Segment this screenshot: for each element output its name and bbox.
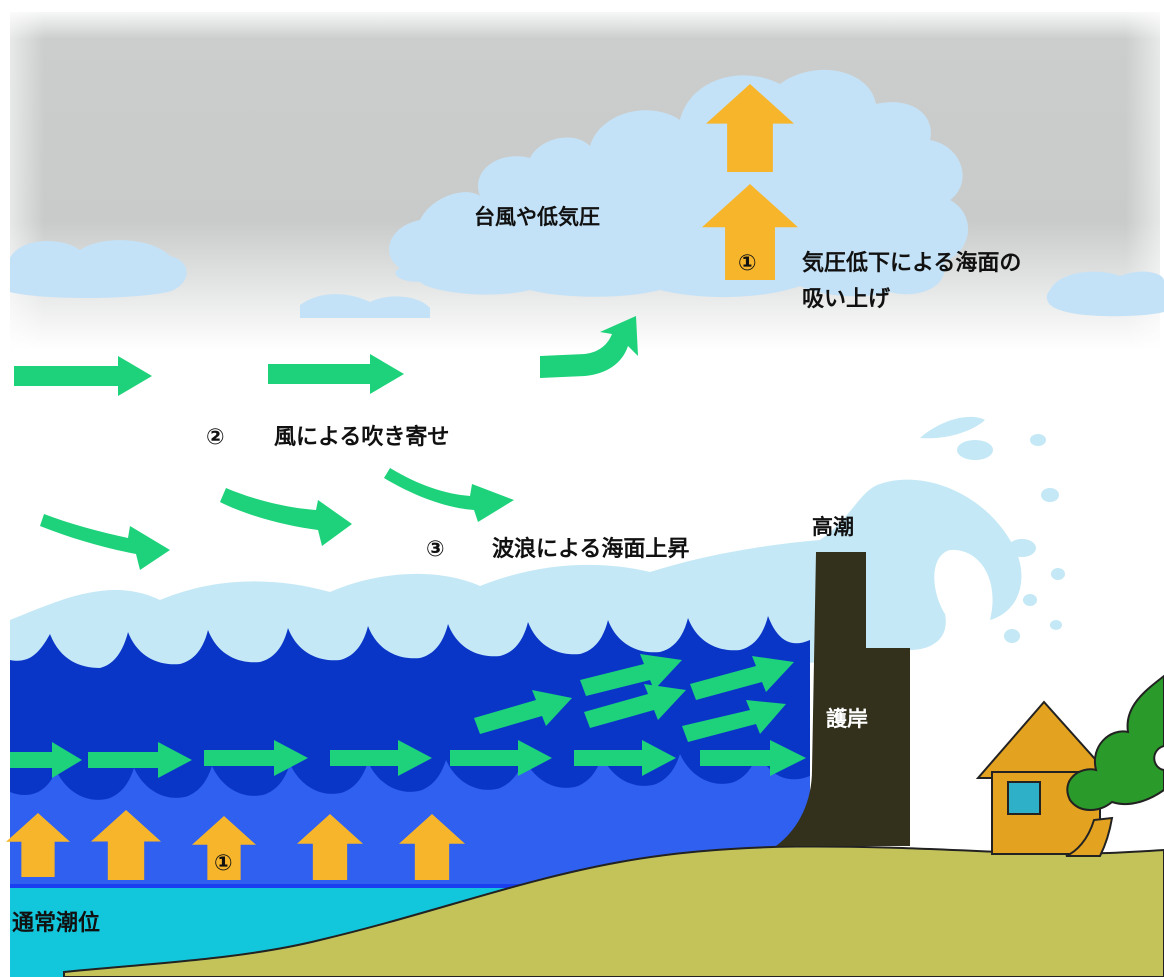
cause3-marker: ③: [426, 537, 445, 562]
normal-tide-line: [10, 884, 570, 888]
wind-arrow: [88, 742, 192, 778]
wind-arrow: [10, 742, 82, 778]
seawall-label: 護岸: [826, 707, 868, 731]
typhoon-cloud: [10, 69, 1164, 318]
typhoon-label: 台風や低気圧: [474, 205, 600, 229]
wind-arrow: [14, 356, 152, 396]
cause1-marker: ①: [738, 251, 757, 276]
cause1-label-line2: 吸い上げ: [802, 287, 891, 312]
sea-cause1-marker: ①: [214, 851, 233, 876]
cause2-label: 風による吹き寄せ: [274, 424, 449, 450]
cause2-marker: ②: [206, 425, 225, 450]
wind-arrows-sea: [10, 654, 806, 778]
normal-tide-label: 通常潮位: [12, 910, 100, 936]
cause1-label-line1: 気圧低下による海面の: [802, 250, 1021, 276]
tree: [1065, 674, 1164, 857]
wind-arrow: [574, 740, 676, 776]
sea-spray: [920, 416, 1065, 643]
wind-arrow: [450, 740, 552, 776]
wind-arrow: [330, 740, 432, 776]
wind-arrow: [384, 468, 514, 522]
house-roof: [975, 700, 1115, 779]
wind-arrow: [700, 740, 806, 776]
house: [975, 700, 1115, 855]
wind-arrow: [204, 740, 308, 776]
wind-arrow: [474, 690, 572, 734]
wind-arrow: [584, 684, 686, 728]
high-tide-label: 高潮: [812, 515, 854, 539]
wind-arrow: [580, 654, 682, 696]
wind-arrow: [268, 354, 404, 394]
wind-arrow: [682, 700, 786, 742]
tree-foliage: [1066, 674, 1164, 811]
cause3-label: 波浪による海面上昇: [492, 536, 689, 562]
wind-arrow: [540, 316, 638, 378]
house-window: [1007, 781, 1041, 815]
wind-arrow: [40, 514, 170, 570]
tree-trunk: [1065, 816, 1114, 857]
wind-arrow: [690, 656, 794, 700]
seawall: [776, 552, 910, 846]
wind-arrows-air: [14, 316, 638, 570]
wind-arrow: [220, 488, 352, 546]
